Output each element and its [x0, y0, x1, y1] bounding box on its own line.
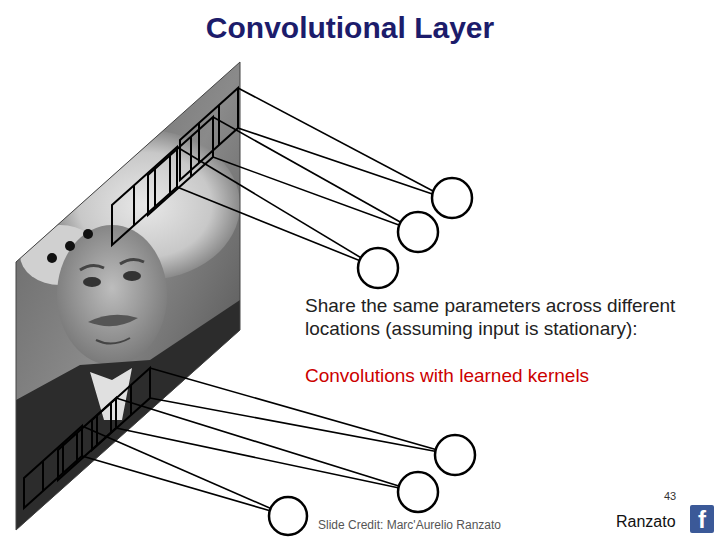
- body-text: Share the same parameters across differe…: [305, 294, 700, 340]
- author-name: Ranzato: [616, 512, 676, 532]
- slide-title: Convolutional Layer: [0, 10, 700, 46]
- ellipsis-dots: [47, 229, 93, 263]
- output-neurons: [269, 178, 475, 535]
- slide-number: 43: [664, 490, 676, 503]
- input-image: [0, 50, 250, 540]
- slide-credit: Slide Credit: Marc'Aurelio Ranzato: [318, 518, 501, 533]
- facebook-logo: [690, 505, 714, 533]
- facebook-letter: f: [690, 505, 714, 533]
- receptive-field-patches: [24, 88, 238, 508]
- highlight-text: Convolutions with learned kernels: [305, 364, 700, 387]
